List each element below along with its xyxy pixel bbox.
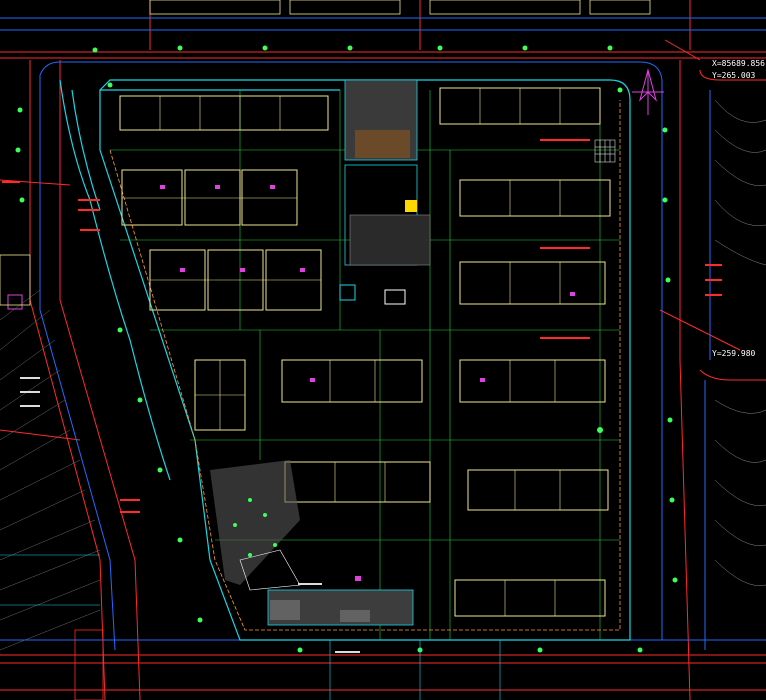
- north-arrow-icon: [632, 68, 664, 115]
- coord-y-label: Y=265.003: [712, 71, 756, 80]
- left-neighbor-building: [0, 254, 104, 700]
- top-neighbor-buildings: [149, 0, 651, 15]
- central-courtyard: [339, 79, 431, 305]
- site-boundary: [59, 79, 631, 641]
- trees: [15, 45, 678, 653]
- south-park: [210, 460, 414, 626]
- dimension-lines: [0, 554, 501, 700]
- red-annotations: [2, 139, 722, 513]
- white-annotations: [20, 377, 360, 653]
- left-neighbor-hatch: [0, 289, 101, 651]
- right-neighbor-contours: [714, 99, 766, 586]
- coord-x-label: X=85689.856: [712, 59, 765, 68]
- building-units: [122, 88, 561, 616]
- coord-right-label: Y=259.980: [712, 349, 756, 358]
- setback-line: [109, 100, 621, 631]
- solar-panel-grid: [594, 139, 616, 163]
- internal-grid: [110, 90, 620, 640]
